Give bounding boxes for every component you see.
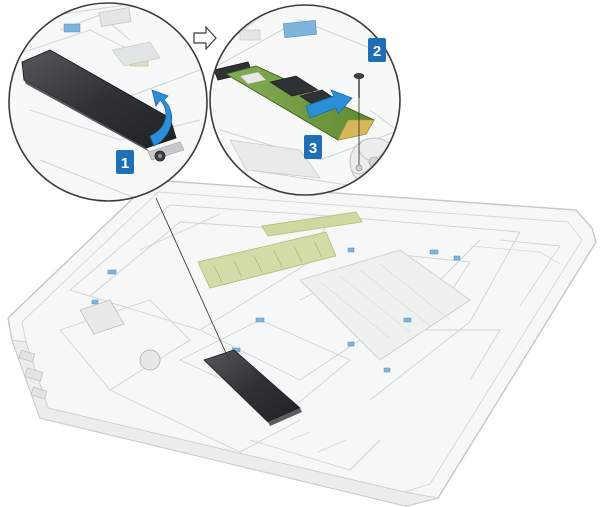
battery-hatching — [319, 263, 451, 339]
step-number-2: 2 — [373, 43, 381, 60]
connectors — [91, 247, 461, 373]
coin-cell-battery — [139, 349, 161, 371]
palmrest-lines — [289, 245, 561, 453]
laptop-base — [7, 179, 597, 507]
memory-modules — [197, 211, 363, 289]
step-badge-1: 1 — [116, 150, 134, 174]
zoom-circle-steps-2-3: 2 3 — [209, 4, 401, 196]
memory-module-top — [261, 211, 363, 237]
slide-out-arrow-icon — [305, 89, 353, 119]
callout-line-left — [155, 197, 231, 363]
step-number-3: 3 — [309, 140, 317, 157]
ssd-board — [224, 65, 375, 141]
ssd-installed-edge — [268, 408, 302, 426]
step-badge-3: 3 — [304, 135, 322, 159]
rotate-up-arrow-icon — [149, 89, 173, 147]
step-badge-2: 2 — [368, 38, 386, 62]
memory-module-bottom — [197, 231, 337, 289]
battery-area — [299, 249, 471, 361]
screw-icon — [353, 73, 365, 172]
side-ports — [18, 349, 48, 400]
next-step-arrow-icon — [193, 25, 217, 51]
step-number-1: 1 — [121, 155, 129, 172]
ssd-installed — [203, 349, 302, 426]
wlan-card — [79, 299, 125, 335]
zoom-circle-step-1: 1 — [8, 2, 208, 202]
